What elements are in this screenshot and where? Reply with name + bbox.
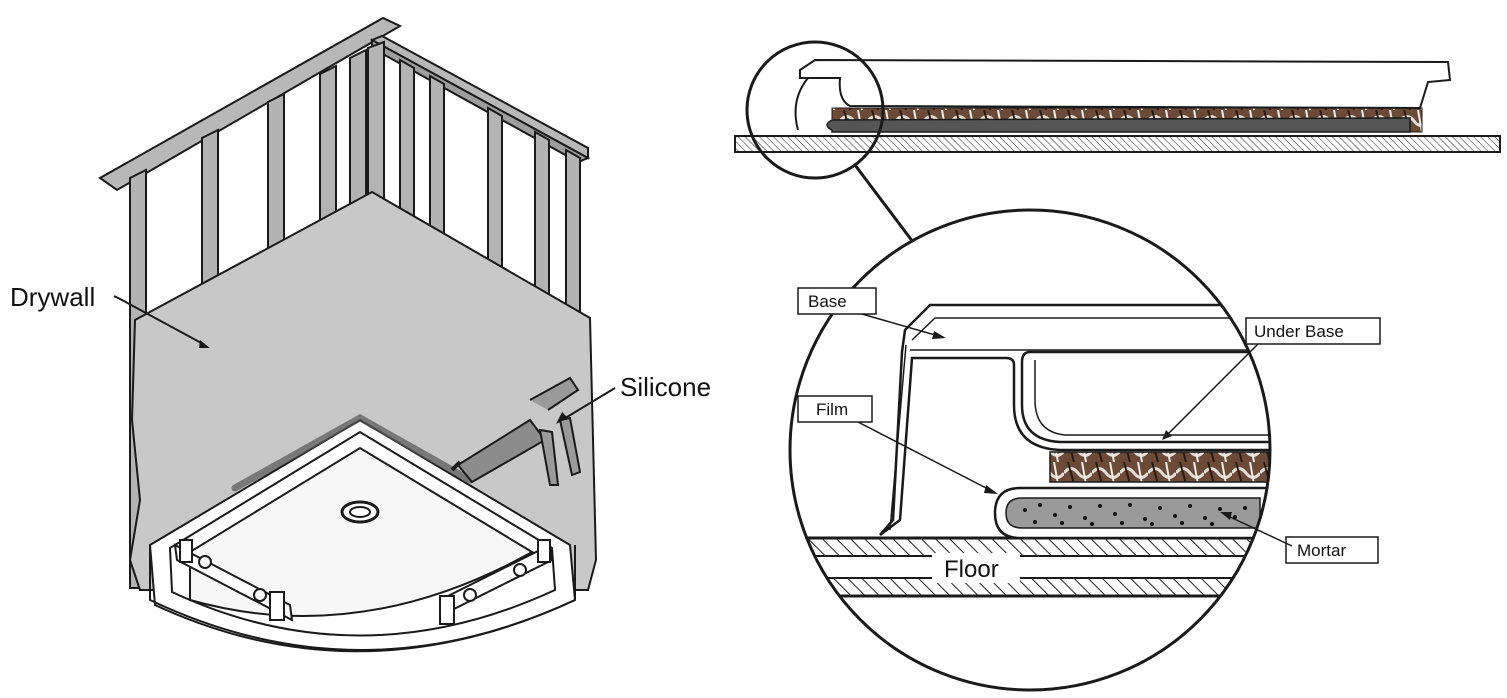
base-profile: [799, 58, 1452, 110]
caulking-gun-icon: [450, 376, 582, 486]
callout-mortar: Mortar: [1220, 512, 1379, 564]
level-tool-left: [173, 539, 294, 622]
under-base-label: Under Base: [1254, 322, 1344, 341]
corner-shower-base: [148, 418, 577, 653]
floor-slab-top: [734, 135, 1501, 153]
callout-base: Base: [797, 287, 946, 339]
callout-floor: Floor: [932, 553, 1020, 583]
callout-film: Film: [797, 395, 998, 494]
side-view-illustration: [734, 58, 1501, 153]
drywall-label: Drywall: [10, 282, 95, 312]
level-tool-right: [438, 539, 554, 625]
wall-studs: [129, 40, 581, 589]
base-label: Base: [808, 292, 847, 311]
silicone-label: Silicone: [620, 372, 711, 402]
corner-assembly-illustration: [98, 16, 598, 653]
under-base-block: [1049, 451, 1270, 483]
detail-callout-circle: [745, 40, 885, 180]
film-label: Film: [816, 400, 848, 419]
callout-under-base: Under Base: [1162, 317, 1381, 440]
magnified-detail: [788, 208, 1272, 692]
top-plate-left: [98, 16, 403, 192]
mortar-label: Mortar: [1297, 541, 1346, 560]
floor-label: Floor: [944, 556, 999, 583]
